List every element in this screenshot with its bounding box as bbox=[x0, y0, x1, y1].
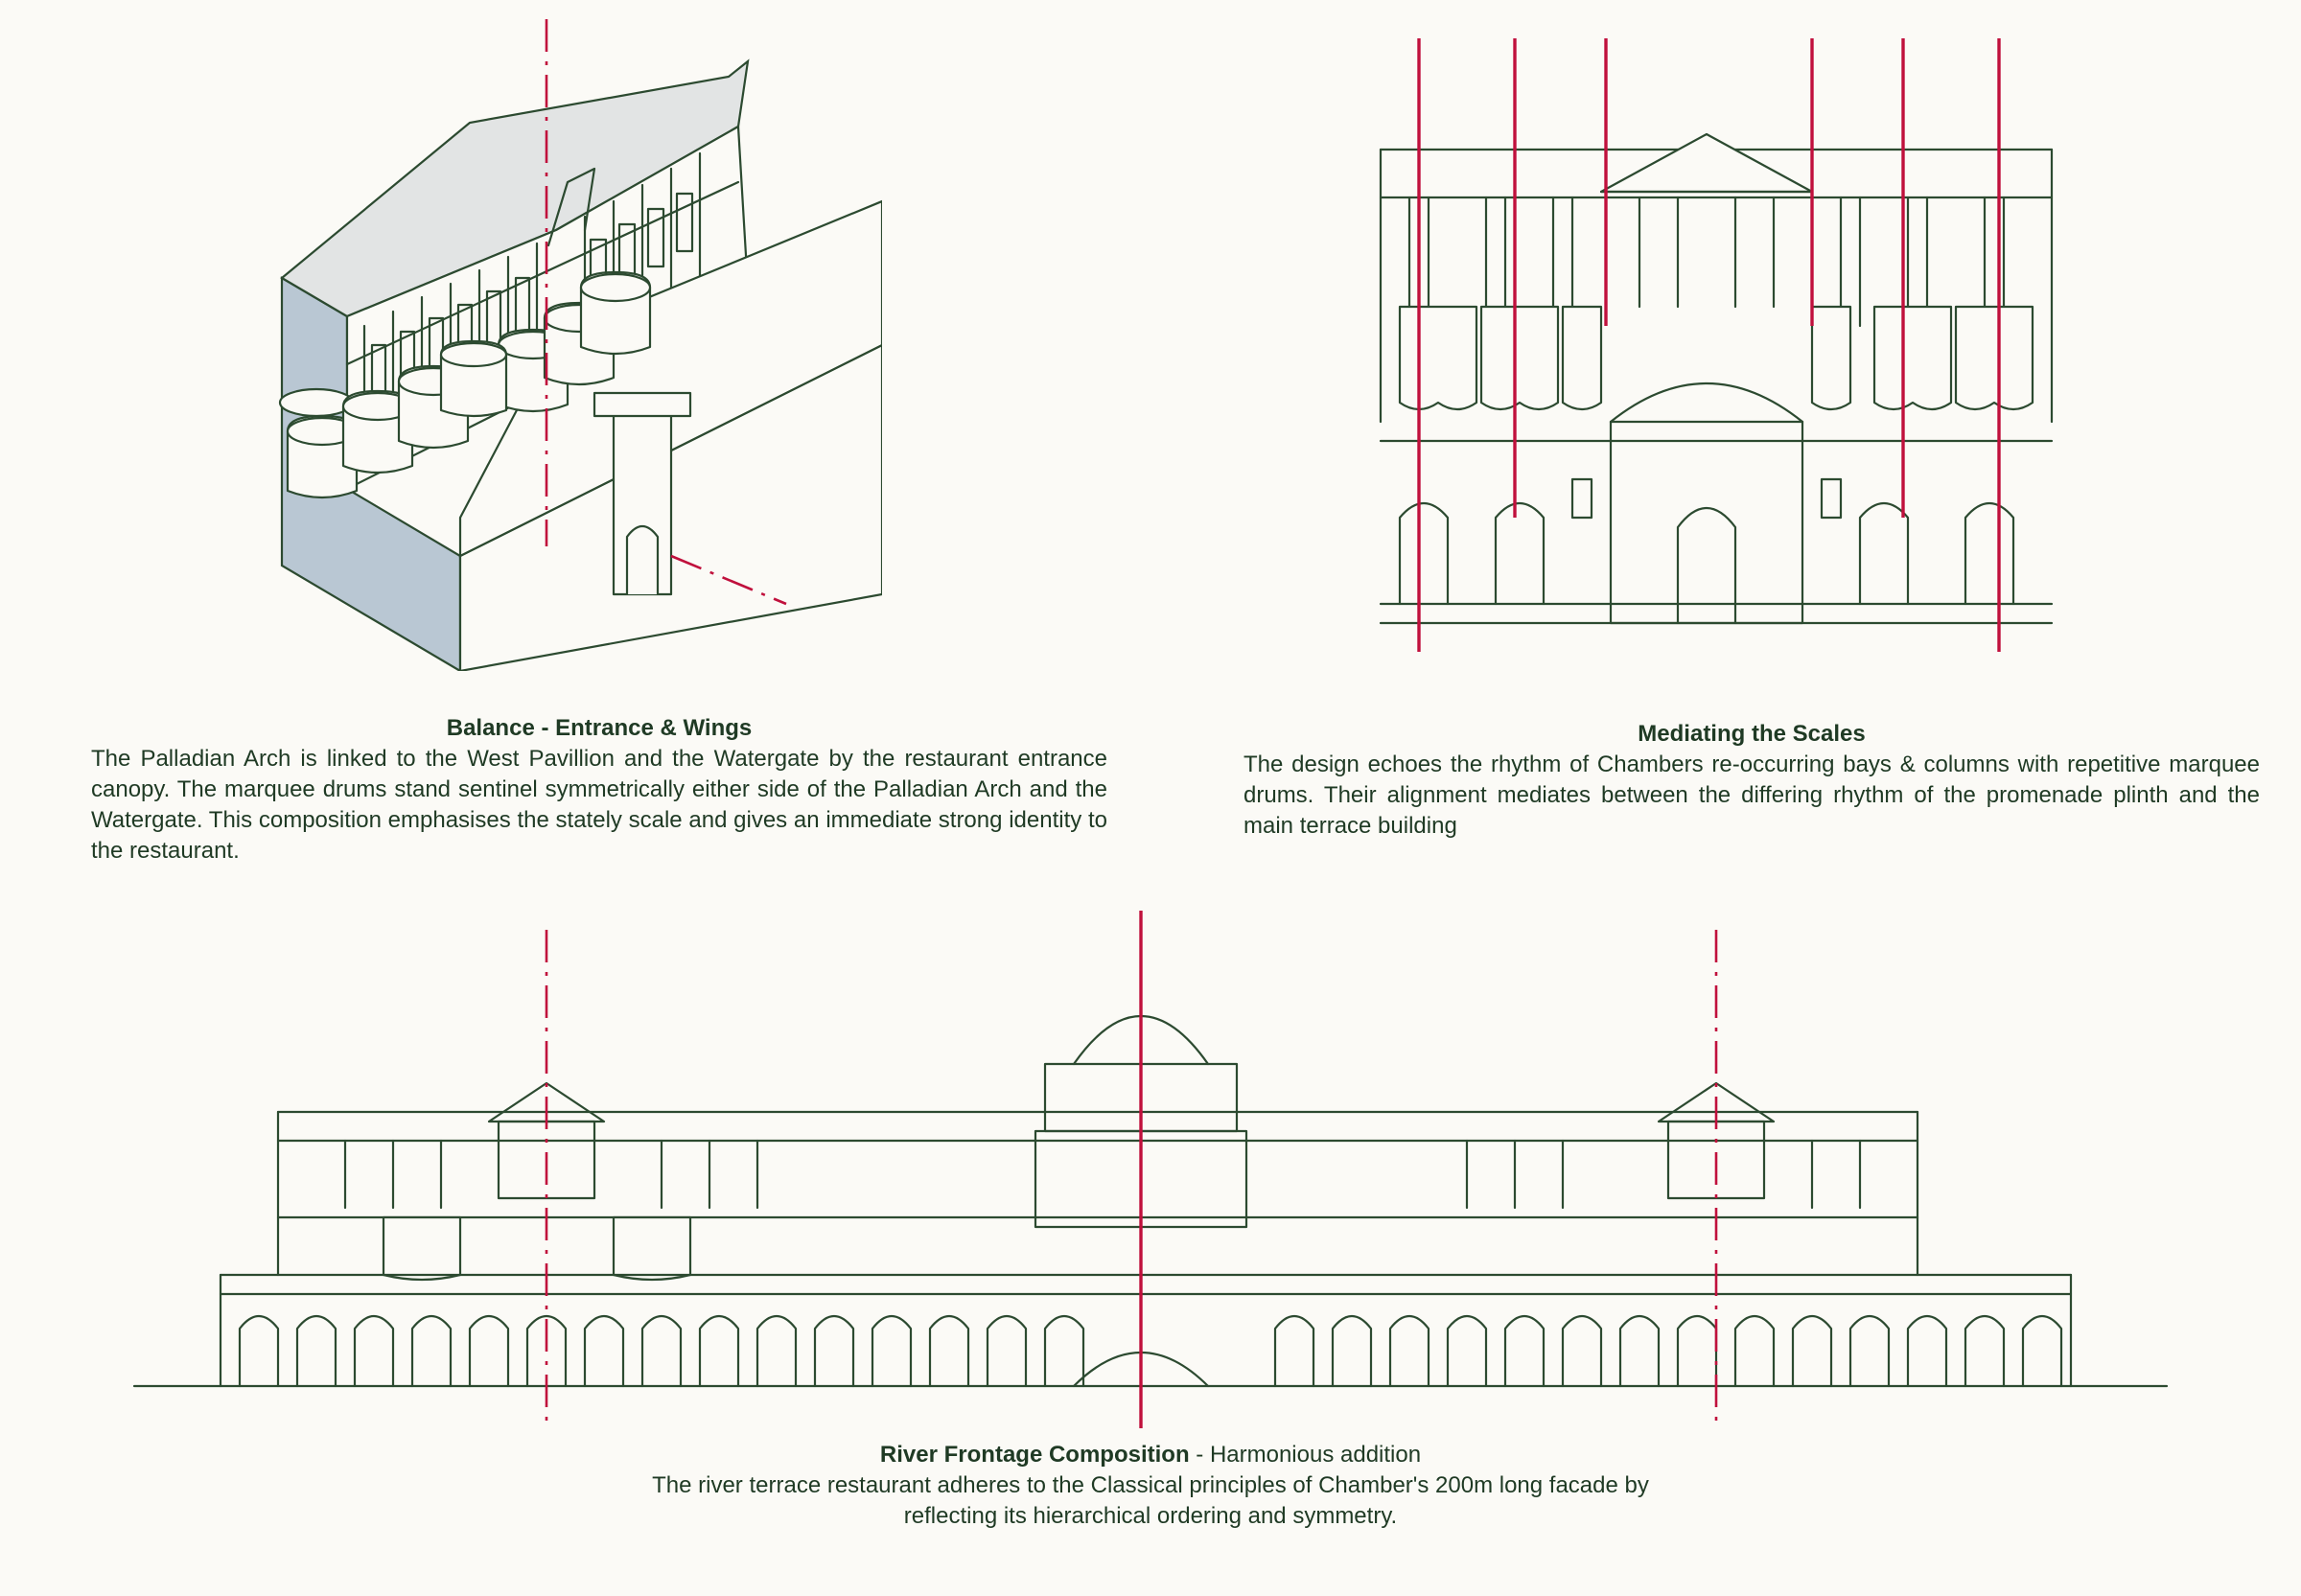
river-frontage-icon bbox=[132, 911, 2169, 1428]
plinth-arch bbox=[2021, 1314, 2063, 1388]
plinth-arch bbox=[525, 1314, 568, 1388]
plinth-arch bbox=[1848, 1314, 1891, 1388]
isometric-drawing bbox=[268, 19, 882, 671]
elevation-drawing bbox=[1361, 19, 2071, 681]
plinth-arch bbox=[986, 1314, 1028, 1388]
plinth-arch bbox=[410, 1314, 453, 1388]
plinth-arch bbox=[1964, 1314, 2006, 1388]
mediating-body: The design echoes the rhythm of Chambers… bbox=[1243, 752, 2260, 839]
river-title: River Frontage Composition bbox=[879, 1442, 1190, 1468]
plinth-arch bbox=[640, 1314, 683, 1388]
mediating-title: Mediating the Scales bbox=[1638, 721, 1866, 747]
plinth-arch bbox=[1273, 1314, 1315, 1388]
plinth-arch bbox=[1791, 1314, 1833, 1388]
isometric-building-icon bbox=[278, 19, 882, 671]
plinth-arch bbox=[353, 1314, 395, 1388]
balance-body: The Palladian Arch is linked to the West… bbox=[91, 746, 1107, 864]
river-subtitle: - Harmonious addition bbox=[1196, 1442, 1422, 1468]
plinth-arch bbox=[1676, 1314, 1718, 1388]
plinth-arch bbox=[1043, 1314, 1085, 1388]
plinth-arch bbox=[583, 1314, 625, 1388]
plinth-arch bbox=[1446, 1314, 1488, 1388]
plinth-arch bbox=[1906, 1314, 1948, 1388]
plinth-arch bbox=[755, 1314, 798, 1388]
elevation-icon bbox=[1379, 38, 2054, 652]
balance-title: Balance - Entrance & Wings bbox=[446, 715, 753, 741]
river-body-1: The river terrace restaurant adheres to … bbox=[652, 1472, 1649, 1498]
plinth-arch bbox=[1561, 1314, 1603, 1388]
plinth-arch bbox=[871, 1314, 913, 1388]
plinth-arch bbox=[1388, 1314, 1430, 1388]
river-frontage-drawing bbox=[125, 911, 2176, 1438]
plinth-arch bbox=[928, 1314, 970, 1388]
plinth-arch bbox=[1733, 1314, 1776, 1388]
plinth-arch bbox=[238, 1314, 280, 1388]
river-body-2: reflecting its hierarchical ordering and… bbox=[903, 1503, 1398, 1529]
plinth-arch bbox=[468, 1314, 510, 1388]
plinth-arch bbox=[813, 1314, 855, 1388]
plinth-arch bbox=[295, 1314, 337, 1388]
plinth-arch bbox=[1503, 1314, 1546, 1388]
plinth-arch bbox=[698, 1314, 740, 1388]
plinth-arch bbox=[1331, 1314, 1373, 1388]
river-title-line: River Frontage Composition - Harmonious … bbox=[384, 1440, 1918, 1470]
plinth-arch bbox=[1618, 1314, 1661, 1388]
